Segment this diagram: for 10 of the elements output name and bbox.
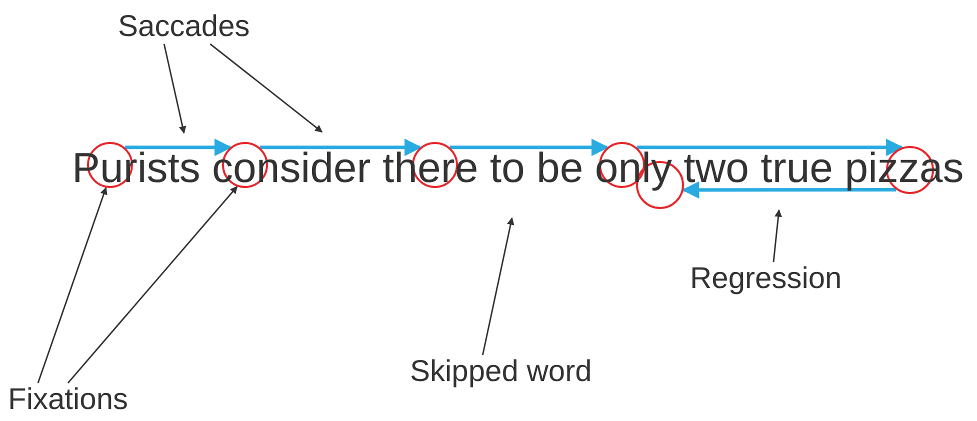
annotation-label: Saccades [118,10,250,44]
annotation-label: Skipped word [410,355,592,389]
leader-arrow [210,43,323,133]
leader-arrow [772,209,782,262]
leader-arrow [67,186,238,384]
leader-arrow [163,44,186,134]
annotation-label: Regression [690,262,842,296]
annotation-label: Fixations [8,383,128,417]
leader-arrow [37,187,108,384]
leader-arrow [482,217,514,356]
